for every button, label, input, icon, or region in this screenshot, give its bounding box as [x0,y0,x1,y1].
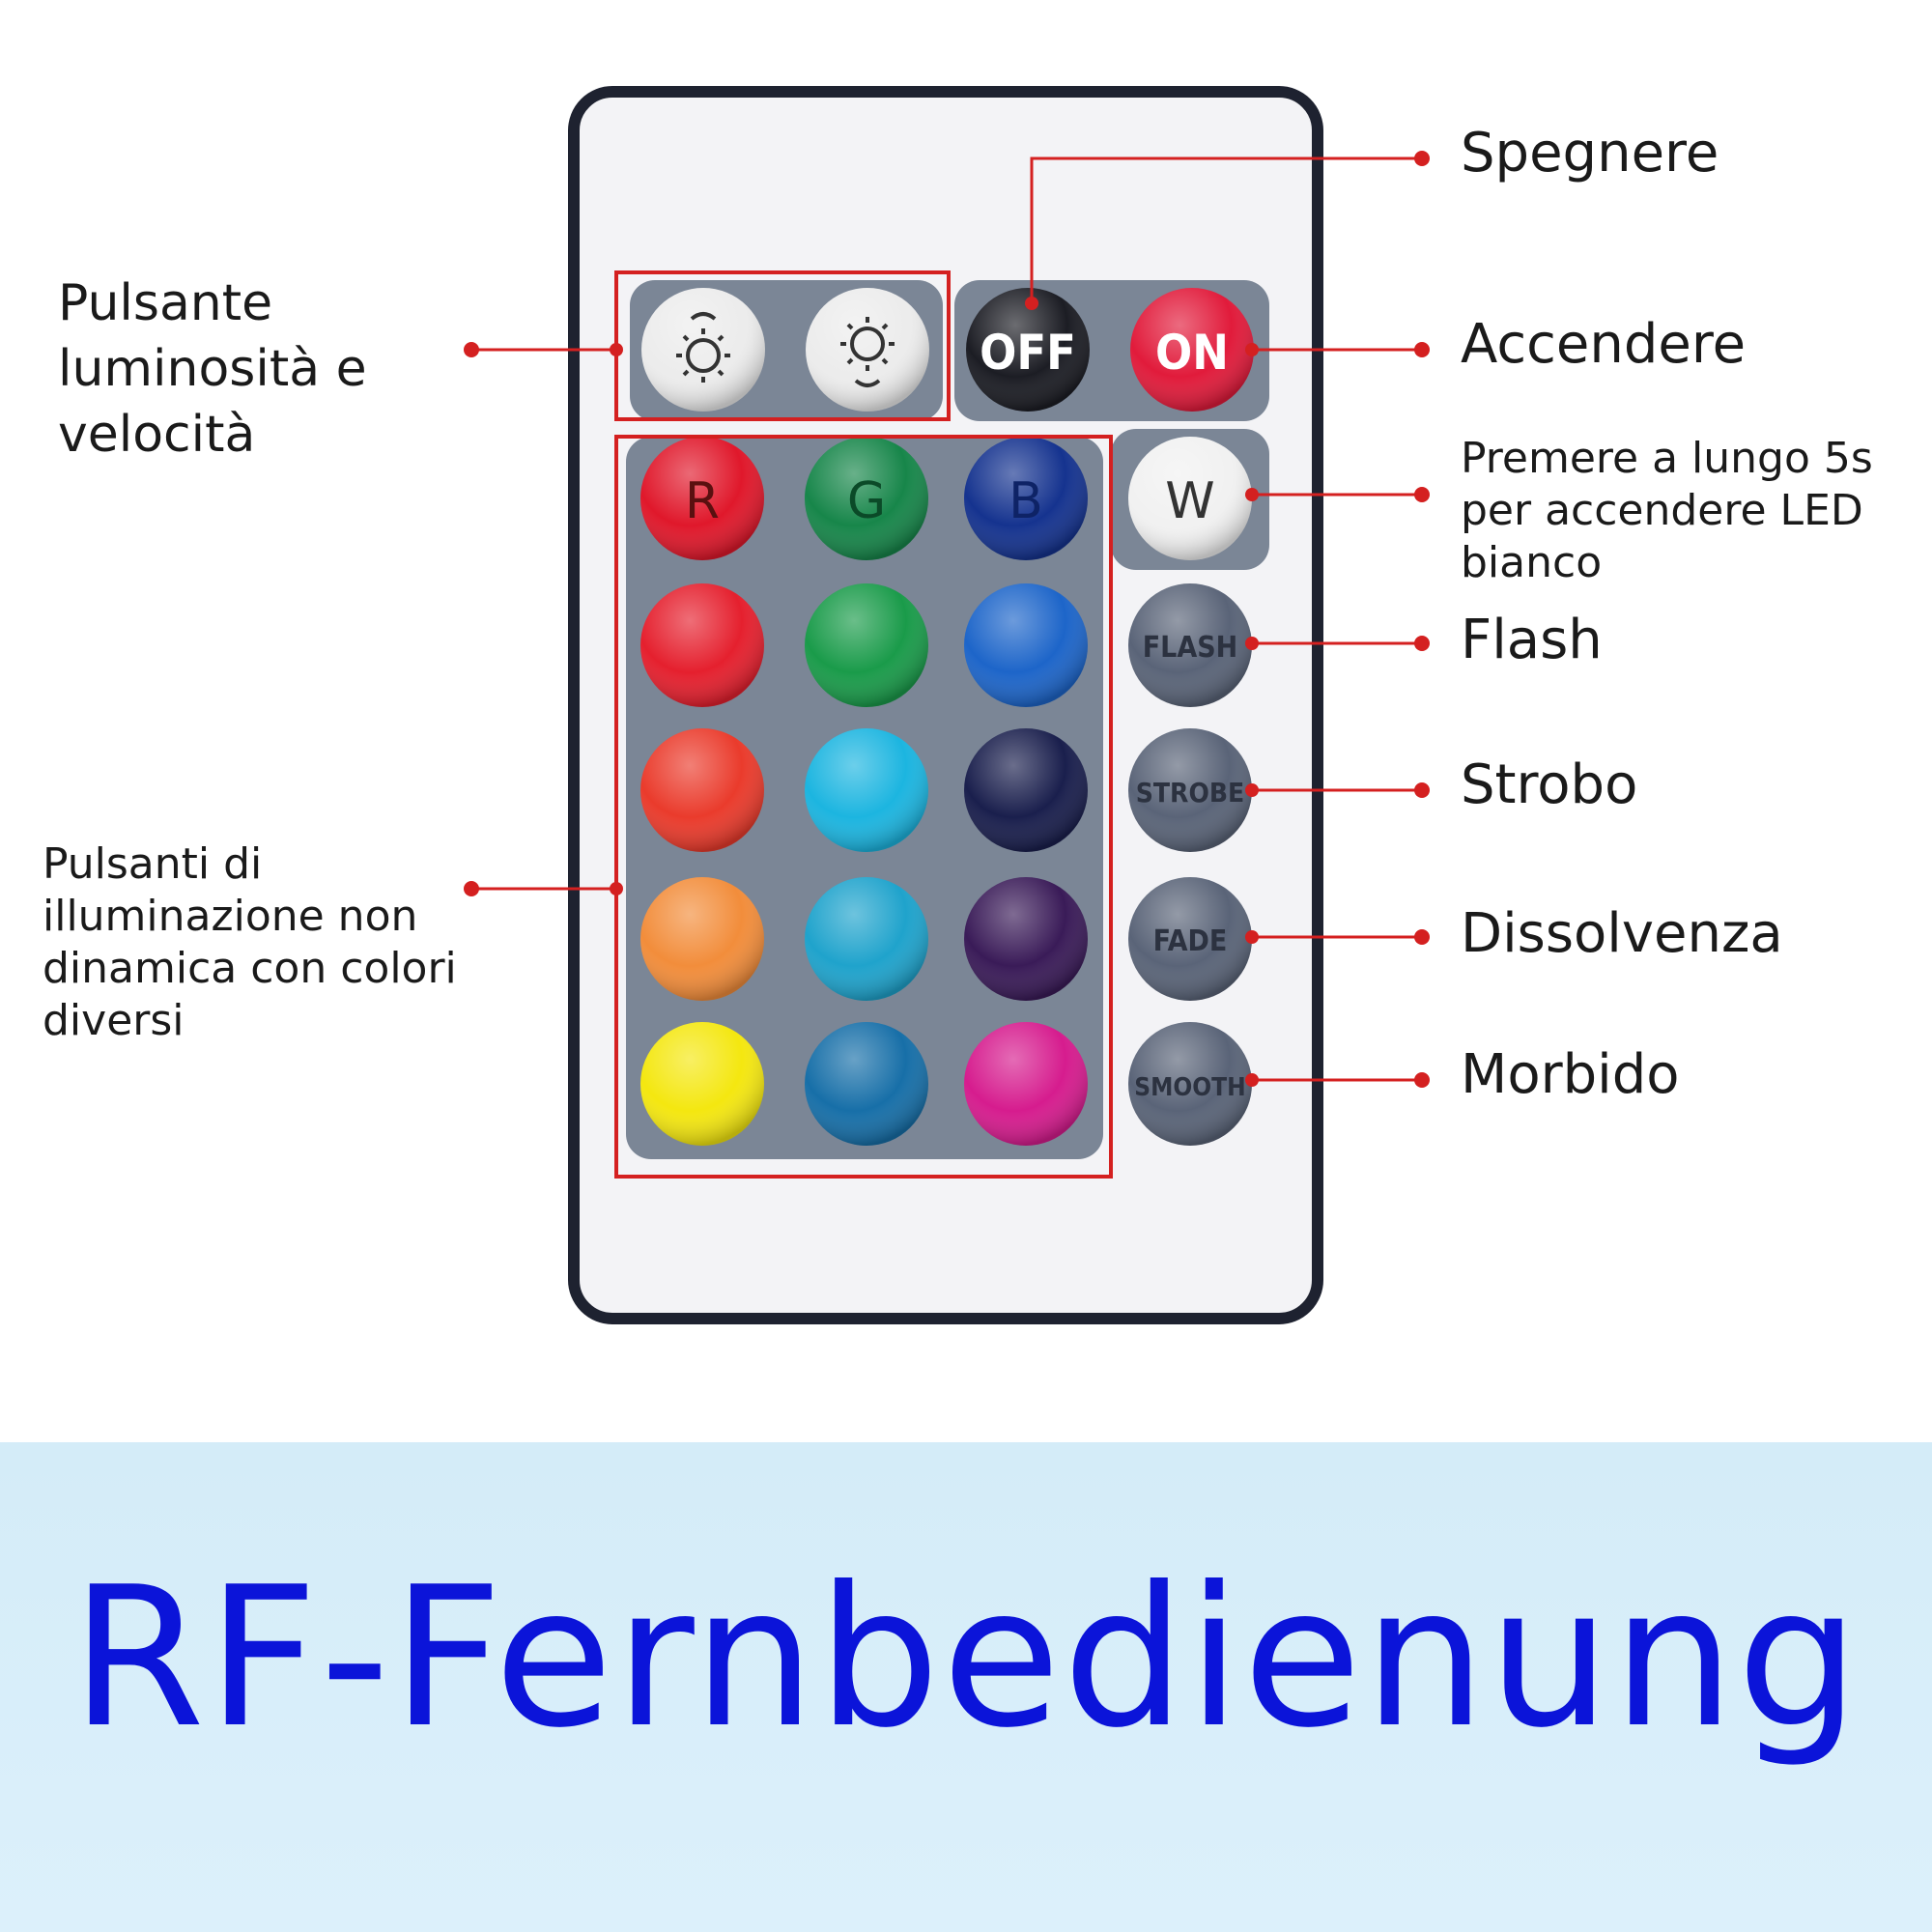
smooth-button-label: SMOOTH [1134,1073,1245,1102]
r-button-label: R [685,472,720,530]
color-button-r2-c1[interactable] [640,583,764,707]
smooth-button[interactable]: SMOOTH [1128,1022,1252,1146]
b-button-label: B [1009,472,1043,530]
on-button-label: ON [1155,325,1229,381]
label-static-line-4: diversi [43,996,185,1045]
color-button-r4-c1[interactable] [640,877,764,1001]
color-button-r3-c1[interactable] [640,728,764,852]
strobo-dot-start [1245,783,1259,797]
color-button-r4-c3[interactable] [964,877,1088,1001]
accendere-dot-start [1245,343,1259,356]
color-button-r3-c3[interactable] [964,728,1088,852]
color-button-r5-c3[interactable] [964,1022,1088,1146]
color-button-r2-c2[interactable] [805,583,928,707]
strobe-button[interactable]: STROBE [1128,728,1252,852]
brightness-dot-start [610,343,623,356]
fade-button[interactable]: FADE [1128,877,1252,1001]
on-button[interactable]: ON [1130,288,1254,412]
banner-title: RF-Fernbedienung [71,1546,1861,1771]
color-highlight-box [614,435,1113,1179]
label-spegnere: Spegnere [1461,122,1719,185]
flash-button-label: FLASH [1143,631,1238,665]
static-dot-end [464,881,479,896]
label-brightness-line-1: Pulsante [58,274,273,332]
g-button-label: G [847,472,886,530]
strobo-dot-end [1414,782,1430,798]
label-static-line-3: dinamica con colori [43,944,457,993]
color-button-r1-c1[interactable] [640,437,764,560]
label-dissolvenza: Dissolvenza [1461,902,1783,965]
color-button-r5-c2[interactable] [805,1022,928,1146]
spegnere-leader [1030,156,1420,303]
spegnere-dot-end [1414,151,1430,166]
flash-button[interactable]: FLASH [1128,583,1252,707]
label-white-line-1: Premere a lungo 5s [1461,434,1873,483]
static-dot-start [610,882,623,895]
label-strobo: Strobo [1461,753,1638,816]
flash-dot-end [1414,636,1430,651]
label-brightness-line-2: luminosità e [58,340,367,398]
dissolvenza-dot-start [1245,930,1259,944]
label-morbido: Morbido [1461,1043,1680,1106]
white-button-label: W [1165,472,1214,530]
morbido-dot-end [1414,1072,1430,1088]
brightness-up-button[interactable] [641,288,765,412]
sun-up-icon [676,312,730,383]
accendere-dot-end [1414,342,1430,357]
label-accendere: Accendere [1461,313,1747,376]
flash-dot-start [1245,637,1259,650]
color-button-r1-c2[interactable] [805,437,928,560]
color-button-r5-c1[interactable] [640,1022,764,1146]
label-flash: Flash [1461,609,1603,671]
color-button-grid [640,437,1088,1146]
off-button-label: OFF [980,325,1076,381]
sun-down-icon [840,317,895,387]
label-static-line-1: Pulsanti di [43,839,263,889]
color-button-r1-c3[interactable] [964,437,1088,560]
color-button-r4-c2[interactable] [805,877,928,1001]
white-dot-end [1414,487,1430,502]
label-white-line-2: per accendere LED [1461,486,1863,535]
label-brightness-line-3: velocità [58,406,256,464]
spegnere-dot-start [1025,297,1038,310]
white-dot-start [1245,488,1259,501]
dissolvenza-dot-end [1414,929,1430,945]
fade-button-label: FADE [1153,924,1228,958]
strobe-button-label: STROBE [1136,777,1245,809]
color-button-r2-c3[interactable] [964,583,1088,707]
off-button[interactable]: OFF [966,288,1090,412]
brightness-dot-end [464,342,479,357]
label-white-line-3: bianco [1461,538,1603,587]
brightness-down-button[interactable] [806,288,929,412]
title-banner [0,1442,1932,1932]
label-static-line-2: illuminazione non [43,892,418,941]
color-button-r3-c2[interactable] [805,728,928,852]
morbido-dot-start [1245,1073,1259,1087]
white-button[interactable]: W [1128,437,1252,560]
